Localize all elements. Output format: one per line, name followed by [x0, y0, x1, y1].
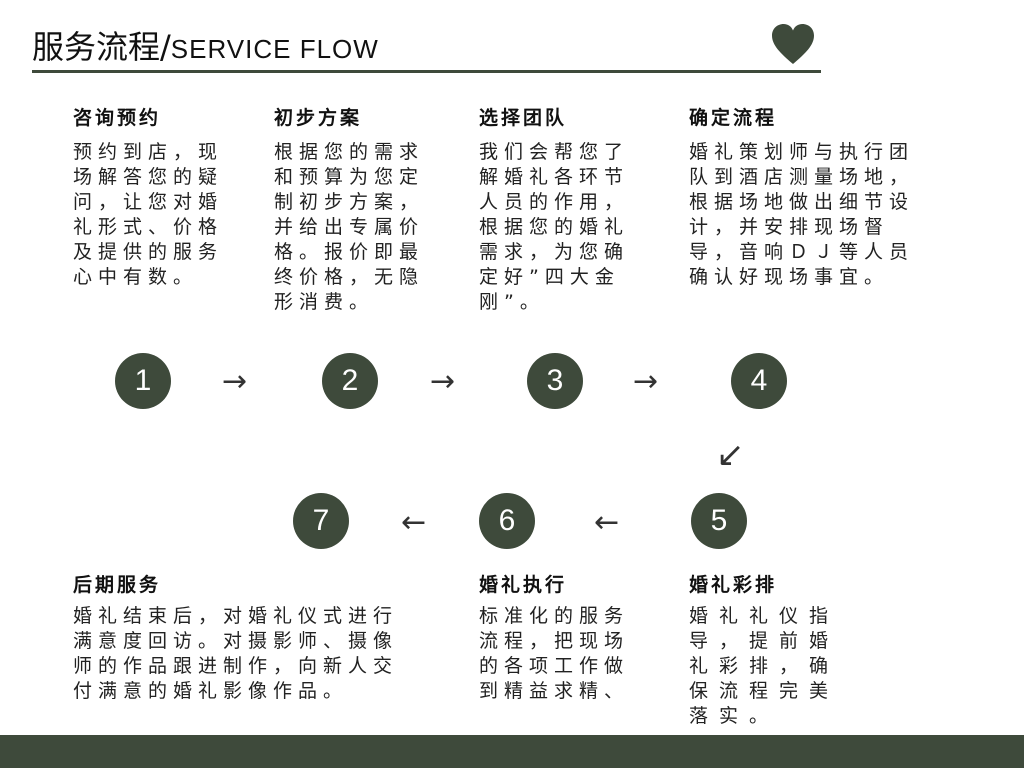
- page-title: 服务流程/SERVICE FLOW: [32, 22, 379, 68]
- step-3-title: 选择团队: [479, 107, 568, 129]
- heart-icon: [772, 24, 814, 64]
- step-6-circle: 6: [479, 493, 535, 549]
- arrow-left-icon: ←: [401, 505, 427, 540]
- title-chinese: 服务流程/: [32, 28, 171, 66]
- step-7-title: 后期服务: [73, 574, 162, 596]
- step-6-title: 婚礼执行: [479, 574, 568, 596]
- step-4-circle: 4: [731, 353, 787, 409]
- step-2-description: 根据您的需求和预算为您定制初步方案，并给出专属价格。报价即最终价格，无隐形消费。: [274, 141, 425, 313]
- step-1-description: 预约到店，现场解答您的疑问，让您对婚礼形式、价格及提供的服务心中有数。: [73, 141, 224, 288]
- step-5-title: 婚礼彩排: [689, 574, 778, 596]
- step-2-circle: 2: [322, 353, 378, 409]
- arrow-left-icon: ←: [594, 505, 620, 540]
- arrow-right-icon: →: [633, 364, 659, 399]
- step-5-description: 婚礼礼仪指导，提前婚礼彩排，确保流程完美落实。: [689, 605, 840, 727]
- arrow-right-icon: →: [222, 364, 248, 399]
- step-6-description: 标准化的服务流程，把现场的各项工作做到精益求精、: [479, 605, 630, 702]
- step-4-description: 婚礼策划师与执行团队到酒店测量场地，根据场地做出细节设计，并安排现场督导，音响Ｄ…: [689, 141, 915, 288]
- step-2-title: 初步方案: [274, 107, 363, 129]
- step-1-circle: 1: [115, 353, 171, 409]
- footer-bar: [0, 735, 1024, 768]
- step-7-circle: 7: [293, 493, 349, 549]
- step-5-circle: 5: [691, 493, 747, 549]
- step-4-title: 确定流程: [689, 107, 778, 129]
- title-english: SERVICE FLOW: [170, 34, 379, 64]
- arrow-right-icon: →: [430, 364, 456, 399]
- arrow-down-left-icon: ↙: [716, 435, 745, 475]
- title-underline: [32, 70, 821, 73]
- step-3-description: 我们会帮您了解婚礼各环节人员的作用，根据您的婚礼需求，为您确定好”四大金刚”。: [479, 141, 630, 313]
- step-7-description: 婚礼结束后，对婚礼仪式进行满意度回访。对摄影师、摄像师的作品跟进制作，向新人交付…: [73, 605, 399, 702]
- step-1-title: 咨询预约: [73, 107, 162, 129]
- step-3-circle: 3: [527, 353, 583, 409]
